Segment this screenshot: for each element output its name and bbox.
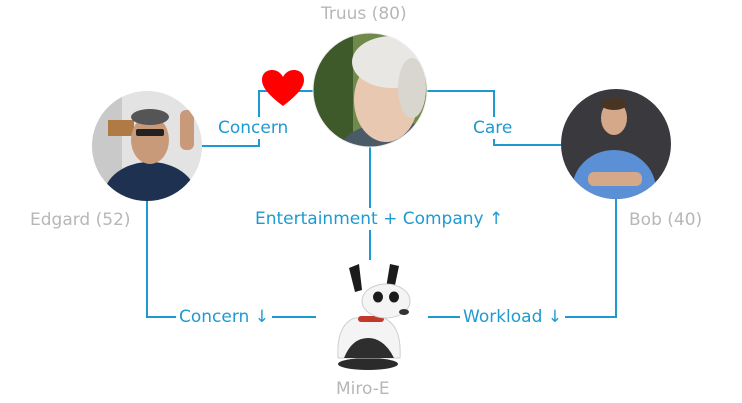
truus-name: Truus (80) [321, 4, 407, 24]
edgard-name: Edgard (52) [30, 210, 131, 230]
relation-bob-robot: Workload ↓ [460, 306, 566, 328]
relation-edgard-truus: Concern [215, 117, 292, 139]
edgard-avatar [92, 91, 202, 201]
bob-name: Bob (40) [629, 210, 703, 230]
heart-icon [262, 70, 304, 106]
robot-name: Miro-E [336, 379, 390, 399]
relation-bob-truus: Care [470, 117, 516, 139]
relation-edgard-robot: Concern ↓ [176, 306, 272, 328]
robot-image [337, 264, 411, 370]
relation-truus-robot: Entertainment + Company ↑ [252, 208, 507, 230]
truus-avatar [313, 33, 427, 147]
bob-avatar [561, 89, 671, 199]
